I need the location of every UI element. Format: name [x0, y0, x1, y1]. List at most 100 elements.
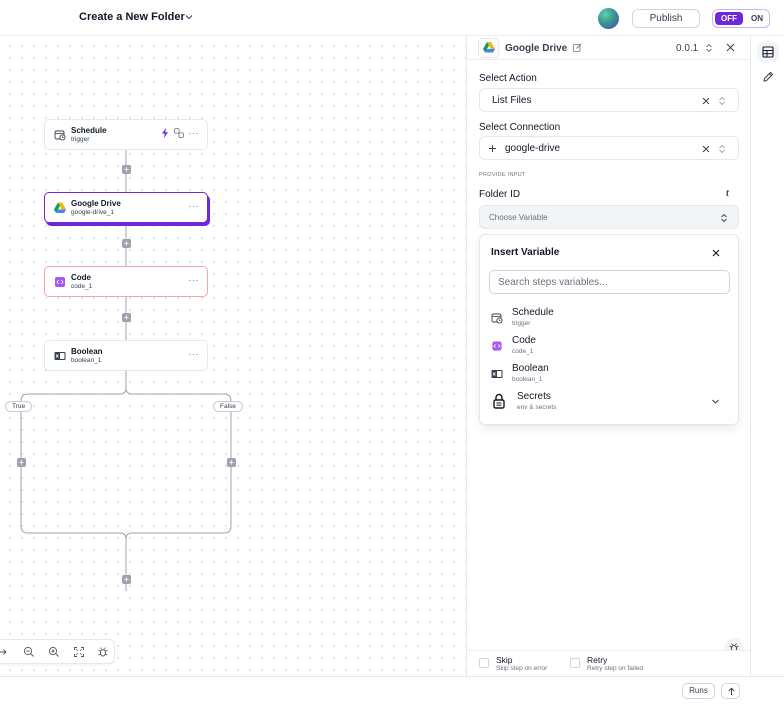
publish-button[interactable]: Publish	[632, 9, 700, 28]
select-connection-dropdown[interactable]: google-drive	[479, 136, 739, 160]
retry-description: Retry step on failed	[587, 665, 644, 672]
right-rail	[750, 36, 784, 676]
node-schedule[interactable]: Schedule trigger ···	[44, 119, 208, 150]
variable-item-name: Schedule	[512, 307, 554, 318]
calendar-clock-icon	[491, 313, 503, 324]
variable-search-input[interactable]	[489, 270, 730, 294]
add-step-button[interactable]: +	[122, 575, 131, 584]
chevron-up-down-icon	[721, 213, 727, 223]
select-connection-label: Select Connection	[479, 122, 561, 133]
pencil-icon[interactable]	[761, 70, 775, 84]
swap-trigger-icon[interactable]	[174, 128, 184, 138]
version-chevron-icon[interactable]	[705, 43, 713, 53]
calendar-clock-icon	[54, 130, 66, 141]
version-label[interactable]: 0.0.1	[676, 43, 699, 54]
variable-item-boolean[interactable]: Boolean boolean_1	[489, 362, 730, 386]
fit-arrow-icon[interactable]	[0, 646, 9, 658]
avatar[interactable]	[598, 8, 619, 29]
retry-checkbox[interactable]	[570, 658, 580, 668]
node-title: Schedule	[71, 126, 107, 135]
node-subtitle: code_1	[71, 283, 93, 290]
panel-header: Google Drive 0.0.1	[467, 36, 751, 60]
node-title: Google Drive	[71, 199, 121, 208]
more-options-icon[interactable]: ···	[188, 275, 199, 285]
node-boolean[interactable]: Boolean boolean_1 ···	[44, 340, 208, 371]
google-drive-icon	[483, 42, 495, 53]
add-step-true-button[interactable]: +	[17, 458, 26, 467]
toggle-off-label: OFF	[715, 12, 743, 25]
chevron-up-down-icon	[719, 96, 725, 106]
step-logo-box	[478, 38, 499, 58]
skip-label: Skip	[496, 655, 513, 665]
plus-icon[interactable]	[488, 144, 497, 153]
select-action-dropdown[interactable]: List Files	[479, 88, 739, 112]
code-icon	[55, 277, 65, 287]
clear-icon[interactable]	[702, 145, 710, 153]
variable-item-sub: env & secrets	[517, 404, 557, 411]
node-google-drive[interactable]: Google Drive google-drive_1 ···	[44, 192, 208, 223]
step-options-footer: Skip Skip step on error Retry Retry step…	[467, 650, 751, 676]
step-settings-panel: Google Drive 0.0.1 Select Action List Fi…	[466, 36, 751, 676]
close-icon[interactable]	[726, 43, 735, 52]
top-bar: Create a New Folder Publish OFF ON	[0, 0, 784, 36]
add-step-button[interactable]: +	[122, 313, 131, 322]
panel-title: Google Drive	[505, 43, 568, 54]
insert-variable-popover: Insert Variable Schedule trigger Code co…	[479, 234, 739, 425]
more-options-icon[interactable]: ···	[188, 201, 199, 211]
variable-item-name: Code	[512, 335, 536, 346]
skip-checkbox[interactable]	[479, 658, 489, 668]
node-title: Code	[71, 273, 91, 282]
variable-item-schedule[interactable]: Schedule trigger	[489, 306, 730, 330]
google-drive-icon	[54, 202, 66, 213]
zoom-in-icon[interactable]	[48, 646, 60, 658]
selected-connection-value: google-drive	[505, 143, 561, 154]
more-options-icon[interactable]: ···	[188, 128, 199, 138]
variable-item-secrets[interactable]: Secrets env & secrets	[489, 390, 730, 414]
folder-title[interactable]: Create a New Folder	[79, 11, 185, 23]
node-subtitle: boolean_1	[71, 357, 102, 364]
expand-up-button[interactable]	[721, 683, 740, 699]
toggle-on-label: ON	[751, 14, 763, 23]
variable-item-sub: boolean_1	[512, 376, 543, 383]
choose-variable-select[interactable]: Choose Variable	[479, 205, 739, 229]
selected-action-value: List Files	[492, 95, 532, 106]
zoom-out-icon[interactable]	[23, 646, 35, 658]
choose-variable-placeholder: Choose Variable	[489, 213, 548, 222]
runs-button[interactable]: Runs	[682, 683, 715, 699]
lock-icon	[493, 393, 505, 409]
node-code[interactable]: Code code_1 ···	[44, 266, 208, 297]
variable-item-sub: trigger	[512, 320, 531, 327]
table-icon[interactable]	[761, 45, 775, 59]
bottom-bar: Runs	[0, 676, 784, 704]
more-options-icon[interactable]: ···	[188, 349, 199, 359]
boolean-toggle-icon	[54, 352, 66, 360]
add-step-button[interactable]: +	[122, 165, 131, 174]
skip-description: Skip step on error	[496, 665, 548, 672]
add-step-false-button[interactable]: +	[227, 458, 236, 467]
flow-canvas[interactable]: Schedule trigger ··· + Google Drive goog…	[0, 36, 466, 676]
clear-icon[interactable]	[702, 97, 710, 105]
close-icon[interactable]	[712, 249, 720, 257]
variable-item-name: Secrets	[517, 391, 551, 402]
arrow-up-icon	[728, 687, 735, 695]
variable-item-code[interactable]: Code code_1	[489, 334, 730, 358]
node-subtitle: google-drive_1	[71, 209, 115, 216]
edit-icon[interactable]	[573, 43, 582, 52]
branch-true-label: True	[5, 401, 33, 412]
chevron-down-icon[interactable]	[184, 12, 194, 22]
code-icon	[492, 341, 502, 351]
fullscreen-icon[interactable]	[73, 646, 85, 658]
rail-active-highlight	[757, 42, 779, 62]
debug-icon[interactable]	[97, 646, 109, 658]
provide-input-heading: PROVIDE INPUT	[479, 172, 526, 178]
text-mode-toggle[interactable]: t	[726, 188, 729, 199]
boolean-toggle-icon	[491, 370, 503, 378]
lightning-icon[interactable]	[161, 128, 169, 138]
flow-enabled-toggle[interactable]: OFF ON	[712, 9, 770, 28]
variable-item-name: Boolean	[512, 363, 549, 374]
chevron-down-icon[interactable]	[711, 397, 720, 406]
branch-false-label: False	[213, 401, 243, 412]
retry-label: Retry	[587, 655, 608, 665]
select-action-label: Select Action	[479, 73, 537, 84]
add-step-button[interactable]: +	[122, 239, 131, 248]
